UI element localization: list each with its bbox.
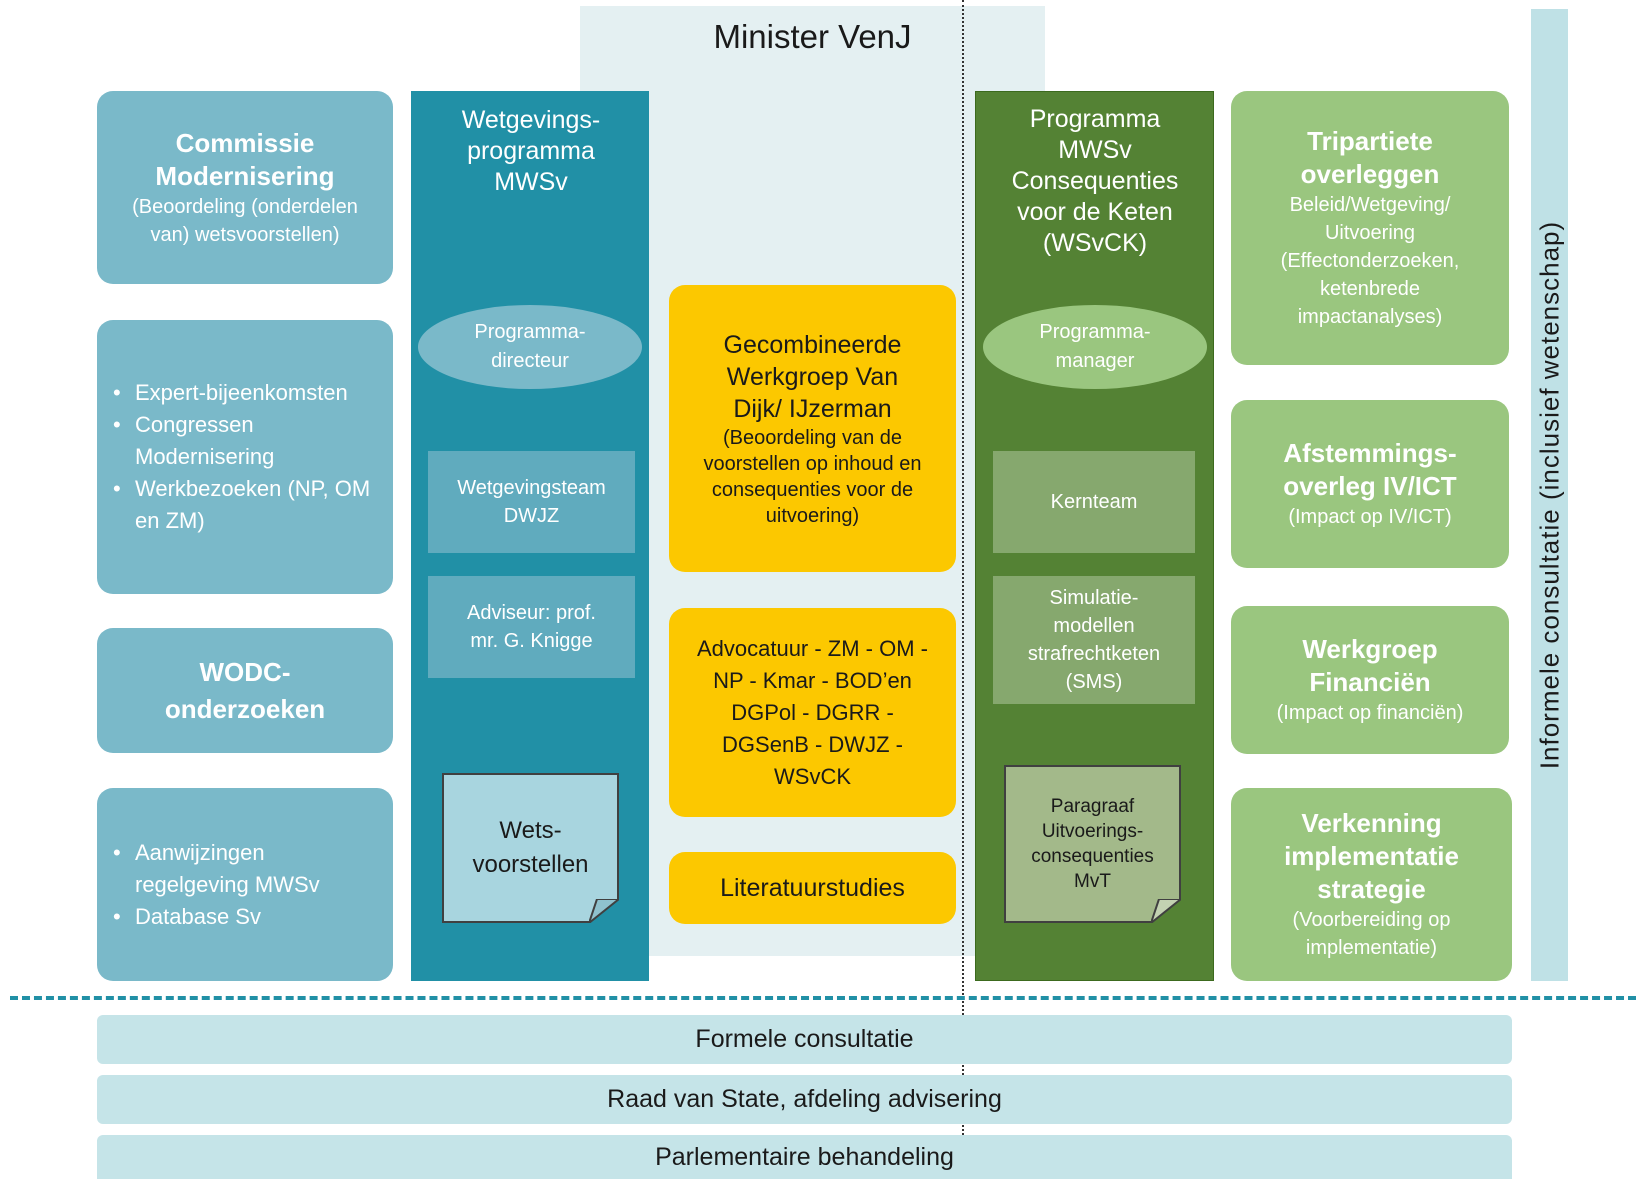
list-item: Expert-bijeenkomsten <box>113 377 383 409</box>
database-list: Aanwijzingen regelgeving MWSv Database S… <box>97 837 393 933</box>
dashed-divider <box>10 996 1636 1000</box>
commissie-title: Commissie Modernisering <box>155 127 335 191</box>
expert-list: Expert-bijeenkomsten Congressen Modernis… <box>97 377 393 537</box>
tripartiete-subtitle: Beleid/Wetgeving/ Uitvoering (Effectonde… <box>1280 194 1460 328</box>
werkgroep-title: Gecombineerde Werkgroep Van Dijk/ IJzerm… <box>723 330 902 423</box>
wetgevingsprogramma-title: Wetgevings-programma MWSv <box>461 106 601 196</box>
commissie-subtitle: (Beoordeling (onderdelen van) wetsvoorst… <box>132 195 358 246</box>
formele-consultatie-band: Formele consultatie <box>97 1015 1512 1064</box>
wetgevingsteam-label: Wetgevingsteam DWJZ <box>457 477 606 527</box>
list-item: Database Sv <box>113 901 383 933</box>
programma-manager-label: Programma-manager <box>1039 321 1151 372</box>
raad-van-state-band: Raad van State, afdeling advisering <box>97 1075 1512 1124</box>
literatuurstudies-label: Literatuurstudies <box>720 873 905 902</box>
afstemmingsoverleg-title: Afstemmings-overleg IV/ICT <box>1283 438 1457 501</box>
afstemmingsoverleg-box: Afstemmings-overleg IV/ICT (Impact op IV… <box>1231 400 1509 568</box>
informele-consultatie-band: Informele consultatie (inclusief wetensc… <box>1531 9 1568 981</box>
expert-box: Expert-bijeenkomsten Congressen Modernis… <box>97 320 393 594</box>
tripartiete-overleggen-box: Tripartiete overleggen Beleid/Wetgeving/… <box>1231 91 1509 365</box>
wodc-title: WODC-onderzoeken <box>164 656 326 724</box>
verkenning-subtitle: (Voorbereiding op implementatie) <box>1292 909 1451 959</box>
list-item: Werkbezoeken (NP, OM en ZM) <box>113 473 383 537</box>
wetgevingsteam-box: Wetgevingsteam DWJZ <box>428 451 635 553</box>
wetsvoorstellen-document: Wets-voorstellen <box>442 773 619 923</box>
tripartiete-title: Tripartiete overleggen <box>1300 126 1440 189</box>
paragraaf-document: Paragraaf Uitvoerings-consequenties MvT <box>1004 765 1181 923</box>
werkgroep-financien-title: Werkgroep Financiën <box>1302 634 1438 697</box>
commissie-modernisering-box: Commissie Modernisering (Beoordeling (on… <box>97 91 393 284</box>
wetsvoorstellen-label: Wets-voorstellen <box>472 817 589 878</box>
minister-title: Minister VenJ <box>713 18 912 55</box>
wodc-box: WODC-onderzoeken <box>97 628 393 753</box>
informele-consultatie-label: Informele consultatie (inclusief wetensc… <box>1534 220 1564 770</box>
list-item: Aanwijzingen regelgeving MWSv <box>113 837 383 901</box>
paragraaf-label: Paragraaf Uitvoerings-consequenties MvT <box>1031 796 1154 892</box>
gecombineerde-werkgroep-box: Gecombineerde Werkgroep Van Dijk/ IJzerm… <box>669 285 956 572</box>
programma-manager-ellipse: Programma-manager <box>983 305 1207 389</box>
simulatiemodellen-box: Simulatie-modellen strafrechtketen (SMS) <box>993 576 1195 704</box>
database-box: Aanwijzingen regelgeving MWSv Database S… <box>97 788 393 981</box>
list-item: Congressen Modernisering <box>113 409 383 473</box>
partners-text: Advocatuur - ZM - OM - NP - Kmar - BOD’e… <box>696 635 929 789</box>
kernteam-label: Kernteam <box>1050 491 1138 513</box>
partners-box: Advocatuur - ZM - OM - NP - Kmar - BOD’e… <box>669 608 956 817</box>
programma-directeur-label: Programma-directeur <box>474 321 586 372</box>
verkenning-title: Verkenning implementatie strategie <box>1284 808 1459 904</box>
kernteam-box: Kernteam <box>993 451 1195 553</box>
vertical-divider <box>962 0 964 1179</box>
programma-wsvck-title: Programma MWSv Consequenties voor de Ket… <box>1011 105 1179 257</box>
parlementaire-behandeling-band: Parlementaire behandeling <box>97 1135 1512 1179</box>
werkgroep-financien-subtitle: (Impact op financiën) <box>1276 702 1464 724</box>
verkenning-implementatie-box: Verkenning implementatie strategie (Voor… <box>1231 788 1512 981</box>
literatuurstudies-box: Literatuurstudies <box>669 852 956 924</box>
adviseur-label: Adviseur: prof. mr. G. Knigge <box>467 602 596 652</box>
adviseur-box: Adviseur: prof. mr. G. Knigge <box>428 576 635 678</box>
werkgroep-financien-box: Werkgroep Financiën (Impact op financiën… <box>1231 606 1509 754</box>
programma-directeur-ellipse: Programma-directeur <box>418 305 642 389</box>
simulatiemodellen-label: Simulatie-modellen strafrechtketen (SMS) <box>1027 587 1161 693</box>
afstemmingsoverleg-subtitle: (Impact op IV/ICT) <box>1288 506 1452 528</box>
folded-corner-icon <box>589 899 619 923</box>
folded-corner-icon <box>1151 899 1181 923</box>
werkgroep-subtitle: (Beoordeling van de voorstellen op inhou… <box>703 426 922 527</box>
